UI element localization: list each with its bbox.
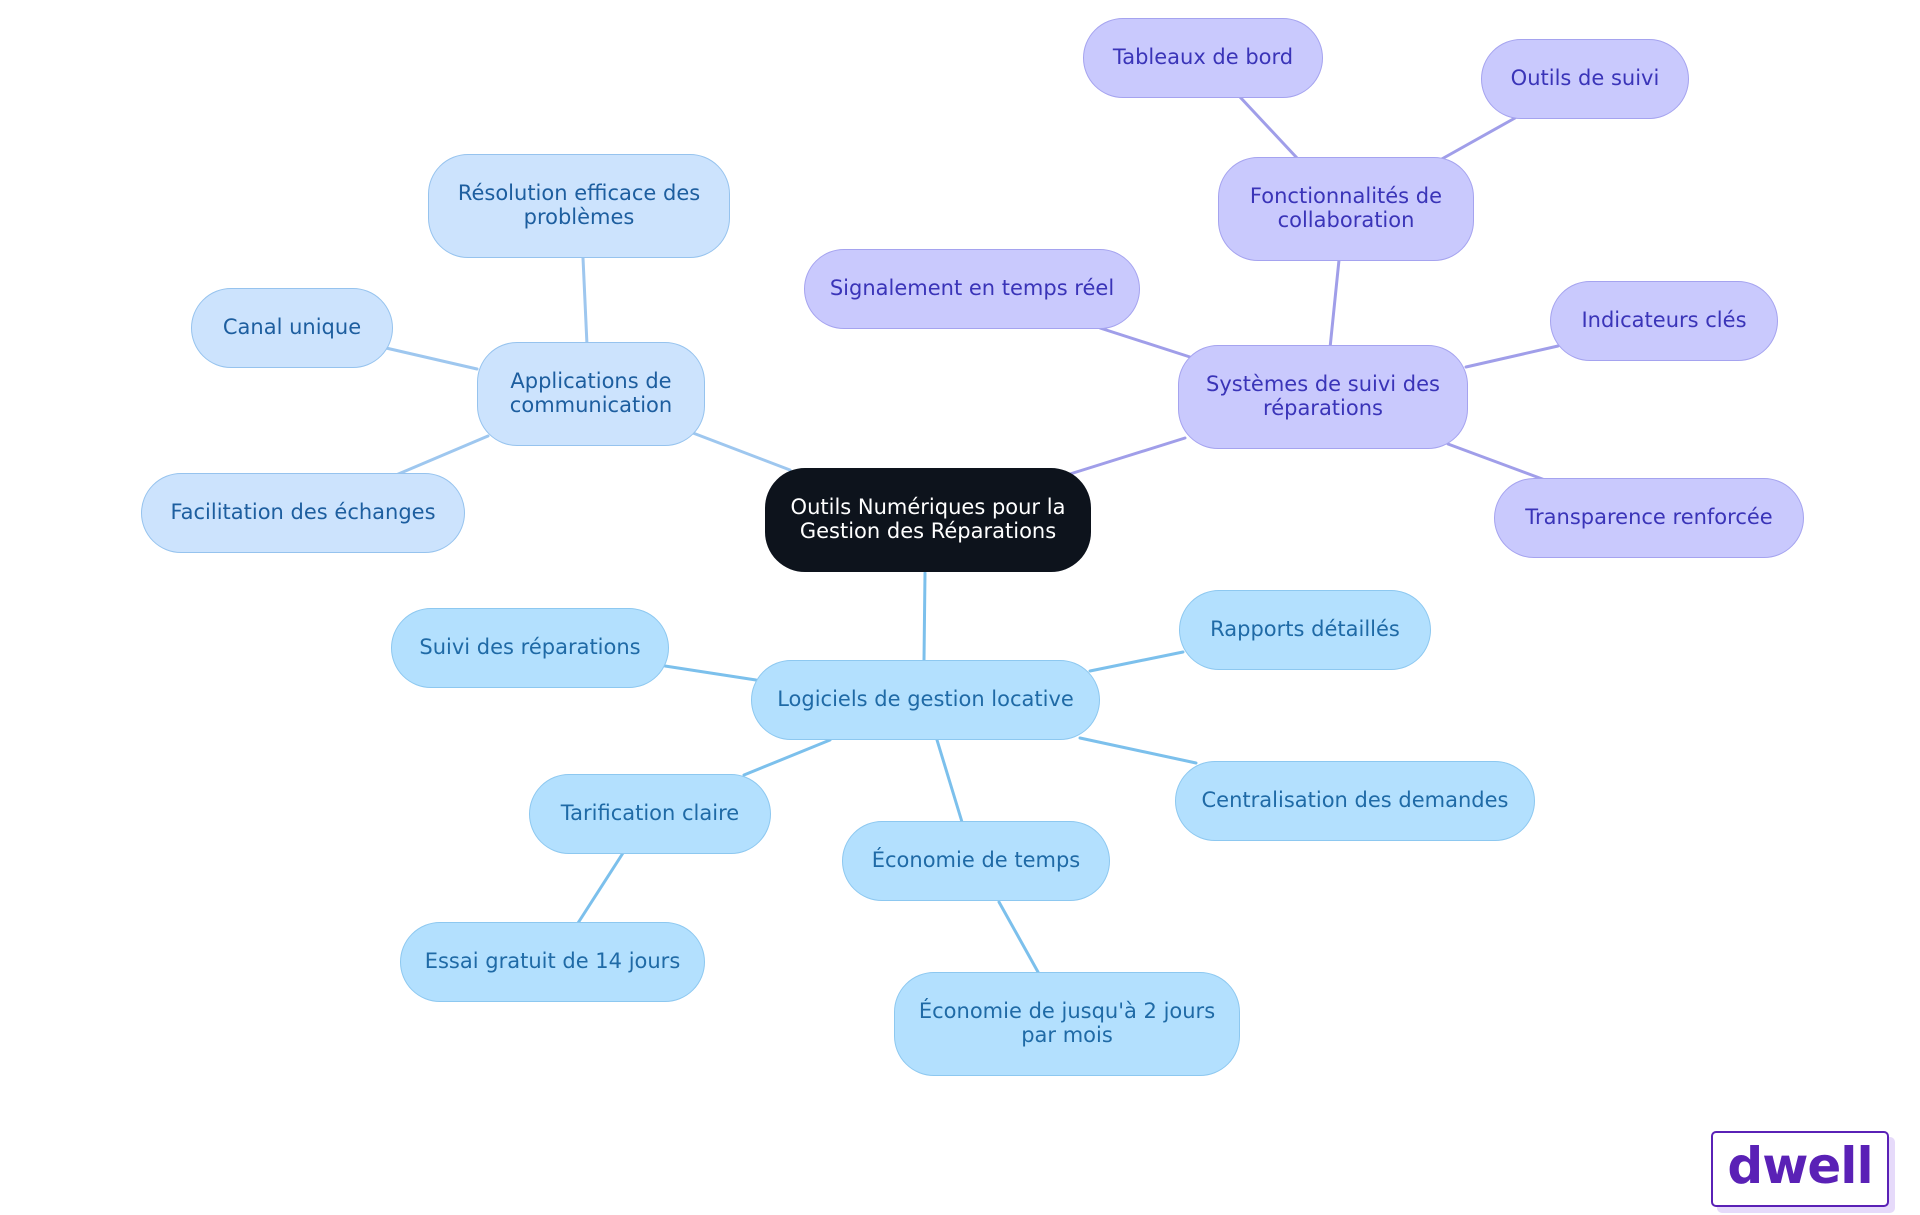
node-canal-unique[interactable]: Canal unique [191, 288, 393, 368]
node-fonctionnalites-collaboration[interactable]: Fonctionnalités de collaboration [1218, 157, 1474, 261]
edge-tarification-essai [576, 851, 625, 925]
node-centralisation-demandes[interactable]: Centralisation des demandes [1175, 761, 1535, 841]
edge-logiciels-tarification [742, 738, 832, 777]
node-transparence-renforcee[interactable]: Transparence renforcée [1494, 478, 1804, 558]
node-resolution-problemes-label: Résolution efficace des problèmes [457, 181, 701, 229]
node-tableaux-de-bord-label: Tableaux de bord [1112, 45, 1294, 70]
node-tableaux-de-bord[interactable]: Tableaux de bord [1083, 18, 1323, 98]
node-applications-communication-label: Applications de communication [509, 369, 673, 417]
edge-logiciels-economie [935, 738, 964, 824]
node-logiciels-gestion-locative[interactable]: Logiciels de gestion locative [751, 660, 1100, 740]
node-essai-gratuit[interactable]: Essai gratuit de 14 jours [400, 922, 705, 1002]
node-facilitation-echanges[interactable]: Facilitation des échanges [141, 473, 465, 553]
node-outils-de-suivi-label: Outils de suivi [1510, 66, 1660, 91]
node-fonctionnalites-collaboration-label: Fonctionnalités de collaboration [1249, 184, 1443, 232]
node-indicateurs-cles[interactable]: Indicateurs clés [1550, 281, 1778, 361]
node-signalement-temps-reel-label: Signalement en temps réel [829, 276, 1115, 301]
node-transparence-renforcee-label: Transparence renforcée [1525, 505, 1773, 530]
node-systemes-suivi[interactable]: Systèmes de suivi des réparations [1178, 345, 1468, 449]
edge-suivi-signalement [1098, 326, 1192, 359]
node-centralisation-demandes-label: Centralisation des demandes [1201, 788, 1509, 813]
edge-logiciels-centralisation [1078, 736, 1198, 765]
edge-center-suivi [1068, 436, 1187, 476]
node-suivi-des-reparations[interactable]: Suivi des réparations [391, 608, 669, 688]
node-economie-de-temps[interactable]: Économie de temps [842, 821, 1110, 901]
node-suivi-des-reparations-label: Suivi des réparations [419, 635, 641, 660]
node-signalement-temps-reel[interactable]: Signalement en temps réel [804, 249, 1140, 329]
node-resolution-problemes[interactable]: Résolution efficace des problèmes [428, 154, 730, 258]
center-node[interactable]: Outils Numériques pour la Gestion des Ré… [765, 468, 1091, 572]
dwell-logo: dwell [1711, 1131, 1889, 1207]
node-tarification-claire-label: Tarification claire [560, 801, 740, 826]
node-essai-gratuit-label: Essai gratuit de 14 jours [424, 949, 681, 974]
edge-suivi-collaboration [1328, 258, 1341, 350]
node-applications-communication[interactable]: Applications de communication [477, 342, 705, 446]
edge-logiciels-suivi-reparations [663, 664, 758, 682]
edge-communication-resolution [581, 256, 589, 347]
node-outils-de-suivi[interactable]: Outils de suivi [1481, 39, 1689, 119]
node-economie-deux-jours-label: Économie de jusqu'à 2 jours par mois [918, 999, 1216, 1047]
node-economie-deux-jours[interactable]: Économie de jusqu'à 2 jours par mois [894, 972, 1240, 1076]
edge-economie-jours [997, 900, 1040, 974]
dwell-logo-text: dwell [1727, 1137, 1873, 1195]
node-facilitation-echanges-label: Facilitation des échanges [170, 500, 436, 525]
edge-logiciels-rapports [1088, 650, 1185, 673]
node-rapports-detailles-label: Rapports détaillés [1210, 617, 1400, 642]
edge-collaboration-outils [1438, 116, 1517, 162]
edge-center-communication [691, 431, 792, 472]
node-rapports-detailles[interactable]: Rapports détaillés [1179, 590, 1431, 670]
edge-communication-facilitation [394, 434, 490, 477]
node-tarification-claire[interactable]: Tarification claire [529, 774, 771, 854]
edge-collaboration-tableaux [1238, 95, 1299, 160]
node-economie-de-temps-label: Économie de temps [871, 848, 1081, 873]
node-systemes-suivi-label: Systèmes de suivi des réparations [1206, 372, 1440, 420]
edge-communication-canal [384, 346, 479, 371]
edge-suivi-transparence [1446, 442, 1547, 482]
node-indicateurs-cles-label: Indicateurs clés [1581, 308, 1747, 333]
node-logiciels-gestion-locative-label: Logiciels de gestion locative [777, 687, 1074, 712]
edge-center-logiciels [922, 571, 927, 662]
center-node-label: Outils Numériques pour la Gestion des Ré… [790, 495, 1066, 543]
node-canal-unique-label: Canal unique [222, 315, 362, 340]
edge-suivi-indicateurs [1464, 344, 1560, 369]
